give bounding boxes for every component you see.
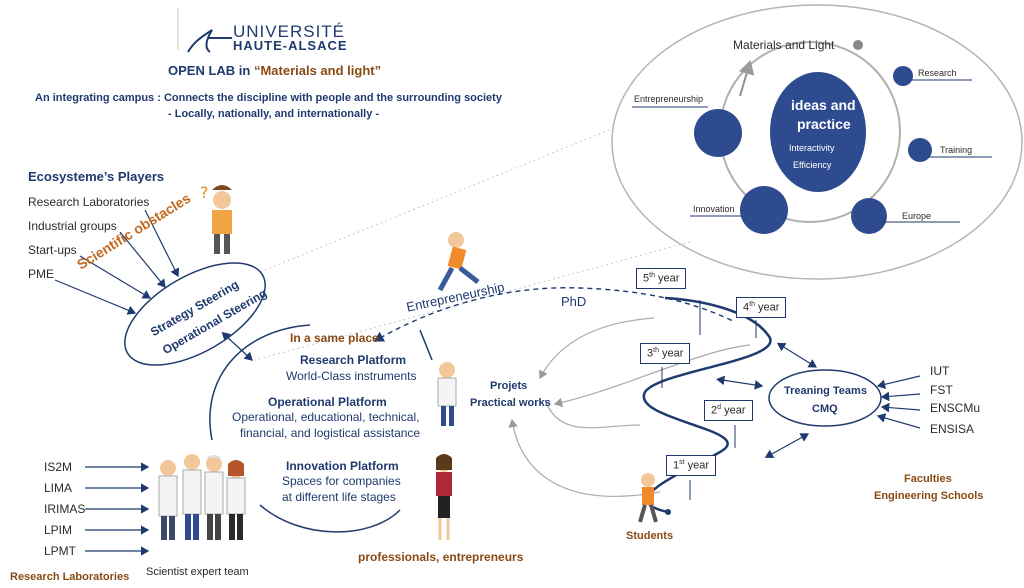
node-training [908,138,932,162]
subtitle-line1: An integrating campus : Connects the dis… [35,92,502,104]
logo-line2: HAUTE-ALSACE [233,38,348,53]
arrow-fst [880,391,921,402]
lab-is2m: IS2M [44,460,73,474]
cycle-center [770,72,866,192]
arrow-year1-training [764,433,810,459]
operational-platform-title: Operational Platform [268,395,387,409]
year-box-3: 3th year [640,343,691,364]
platform-arc-bottom [259,504,401,533]
arrow-pme [54,279,137,315]
arrow-ensisa [876,413,921,429]
cycle-frame-ellipse [611,4,1023,280]
page-title-highlight: “Materials and light” [253,63,382,78]
projects-line1: Projets [490,380,528,392]
node-research [893,66,913,86]
year-box-5: 5th year [636,268,687,289]
cycle-center-title-2: practice [797,116,851,132]
training-ellipse [768,369,882,427]
cycle-node-training: Training [940,145,973,155]
faculties-footer: Faculties [904,473,952,485]
research-platform-desc: World-Class instruments [286,369,417,383]
arrow-iut [876,375,921,390]
lab-lima: LIMA [44,481,73,495]
cycle-top-dot [853,40,863,50]
faculty-enscmu: ENSCMu [930,401,981,415]
lab-lpmt: LPMT [44,544,77,558]
gray-arrow-4 [508,418,661,497]
innovation-platform-desc2: at different life stages [282,490,396,504]
player-pme: PME [28,267,55,281]
running-person-illustration [437,232,480,292]
arrow-year4-training [776,342,818,368]
university-logo-mark [187,29,232,53]
gray-arrow-1 [539,317,655,380]
arrow-startups [79,255,152,299]
scientist-team-illustration [158,454,246,540]
professionals-label: professionals, entrepreneurs [358,550,524,564]
arrow-year3-training [716,375,764,390]
lab-lpim: LPIM [44,523,73,537]
engineering-schools-footer: Engineering Schools [874,490,984,502]
year-box-4: 4th year [736,297,787,318]
training-teams-line1: Treaning Teams [784,385,867,397]
cycle-top-label: Materials and Light [733,38,835,52]
ecosystem-title: Ecosysteme’s Players [28,169,165,184]
researcher-illustration [437,362,457,426]
platform-arc-right [419,329,433,361]
page-title-prefix: OPEN LAB in [168,63,254,78]
same-place-label: In a same place [290,331,379,345]
professional-woman-illustration [436,454,452,540]
node-europe [851,198,887,234]
innovation-platform-title: Innovation Platform [286,459,399,473]
player-startups: Start-ups [28,243,77,257]
node-entrepreneurship [694,109,742,157]
year-box-2: 2d year [704,400,753,421]
research-labs-footer: Research Laboratories [10,571,130,583]
worried-person-illustration: ? [200,183,232,254]
year-box-1: 1st year [666,455,717,476]
page-title: OPEN LAB in “Materials and light” [168,63,381,78]
arrow-steering-platform [221,331,253,361]
arrow-enscmu [880,402,921,413]
node-innovation [740,186,788,234]
svg-text:?: ? [200,183,209,202]
operational-platform-desc1: Operational, educational, technical, [232,410,420,424]
projects-line2: Practical works [470,397,551,409]
student-illustration [638,473,658,523]
student-path-start [665,509,671,515]
innovation-platform-desc1: Spaces for companies [282,474,401,488]
logo-line1: UNIVERSITÉ [233,22,346,41]
training-teams-line2: CMQ [812,403,838,415]
faculty-fst: FST [930,383,953,397]
phd-label: PhD [561,294,587,309]
steering-ellipse [124,262,266,366]
entrepreneurship-path [373,287,736,342]
scientist-team-label: Scientist expert team [146,566,249,578]
cycle-node-innovation: Innovation [693,204,735,214]
arrow-research-labs [144,209,180,278]
arrow-industrial [119,231,166,288]
research-platform-title: Research Platform [300,353,407,367]
projection-line-top [259,127,615,273]
gray-arrow-3 [544,399,641,429]
cycle-node-entrepreneurship: Entrepreneurship [634,94,704,104]
platform-arc-top [209,324,311,441]
operational-platform-desc2: financial, and logistical assistance [240,426,421,440]
subtitle-line2: - Locally, nationally, and international… [168,108,380,120]
player-research-labs: Research Laboratories [28,195,150,209]
cycle-node-europe: Europe [902,211,932,221]
cycle-arrow [738,60,755,97]
gray-arrow-2 [553,344,751,408]
player-industrial: Industrial groups [28,219,117,233]
faculty-iut: IUT [930,364,950,378]
cycle-node-research: Research [918,68,957,78]
cycle-center-sub2: Efficiency [793,160,832,170]
faculty-ensisa: ENSISA [930,422,975,436]
lab-irimas: IRIMAS [44,502,86,516]
cycle-center-sub1: Interactivity [789,143,835,153]
students-label: Students [626,530,674,542]
cycle-center-title-1: ideas and [791,97,856,113]
